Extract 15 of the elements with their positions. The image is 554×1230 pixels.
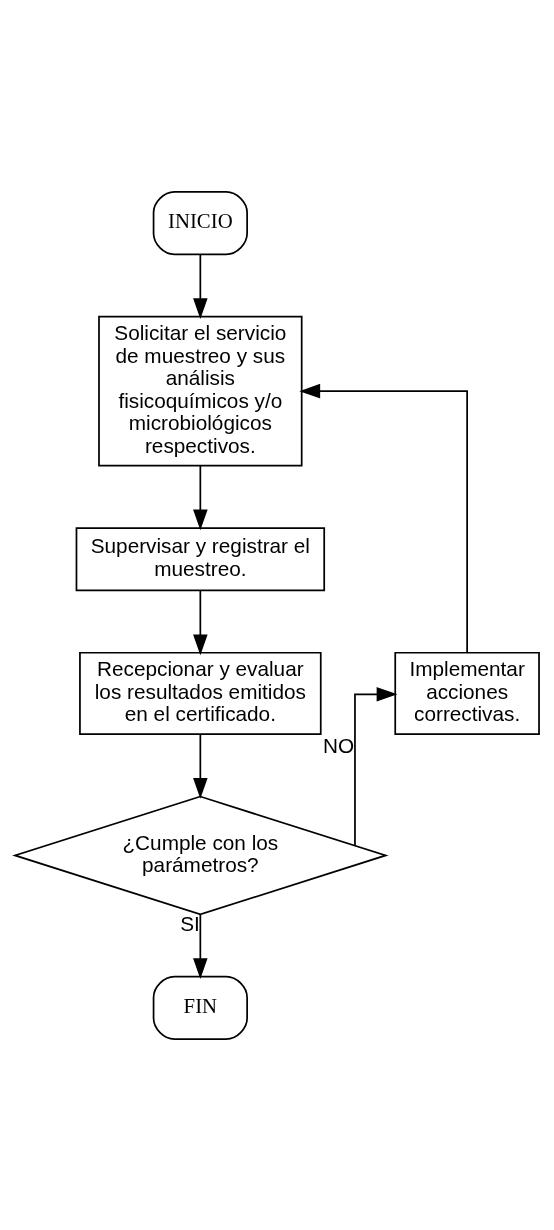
arrow: [193, 913, 208, 979]
edge-label: NO: [322, 733, 355, 757]
node-box: Solicitar el servicio de muestreo y sus análisis fisicoquímicos y/o microbiológicos respectivos.: [98, 315, 303, 466]
node-box: Implementar acciones correctivas.: [394, 651, 540, 735]
arrow: [193, 253, 208, 319]
node-box: Recepcionar y evaluar los resultados emitidos en el certificado.: [79, 651, 322, 735]
arrow: [193, 732, 208, 799]
node-box: FIN: [152, 975, 248, 1040]
arrow: [299, 383, 468, 654]
arrow: [193, 464, 208, 530]
node-diamond: ¿Cumple con los parámetros?: [12, 795, 389, 915]
node-box: Supervisar y registrar el muestreo.: [75, 526, 326, 591]
arrow: [193, 589, 208, 655]
arrow: [354, 686, 398, 846]
node-box: INICIO: [152, 190, 248, 255]
